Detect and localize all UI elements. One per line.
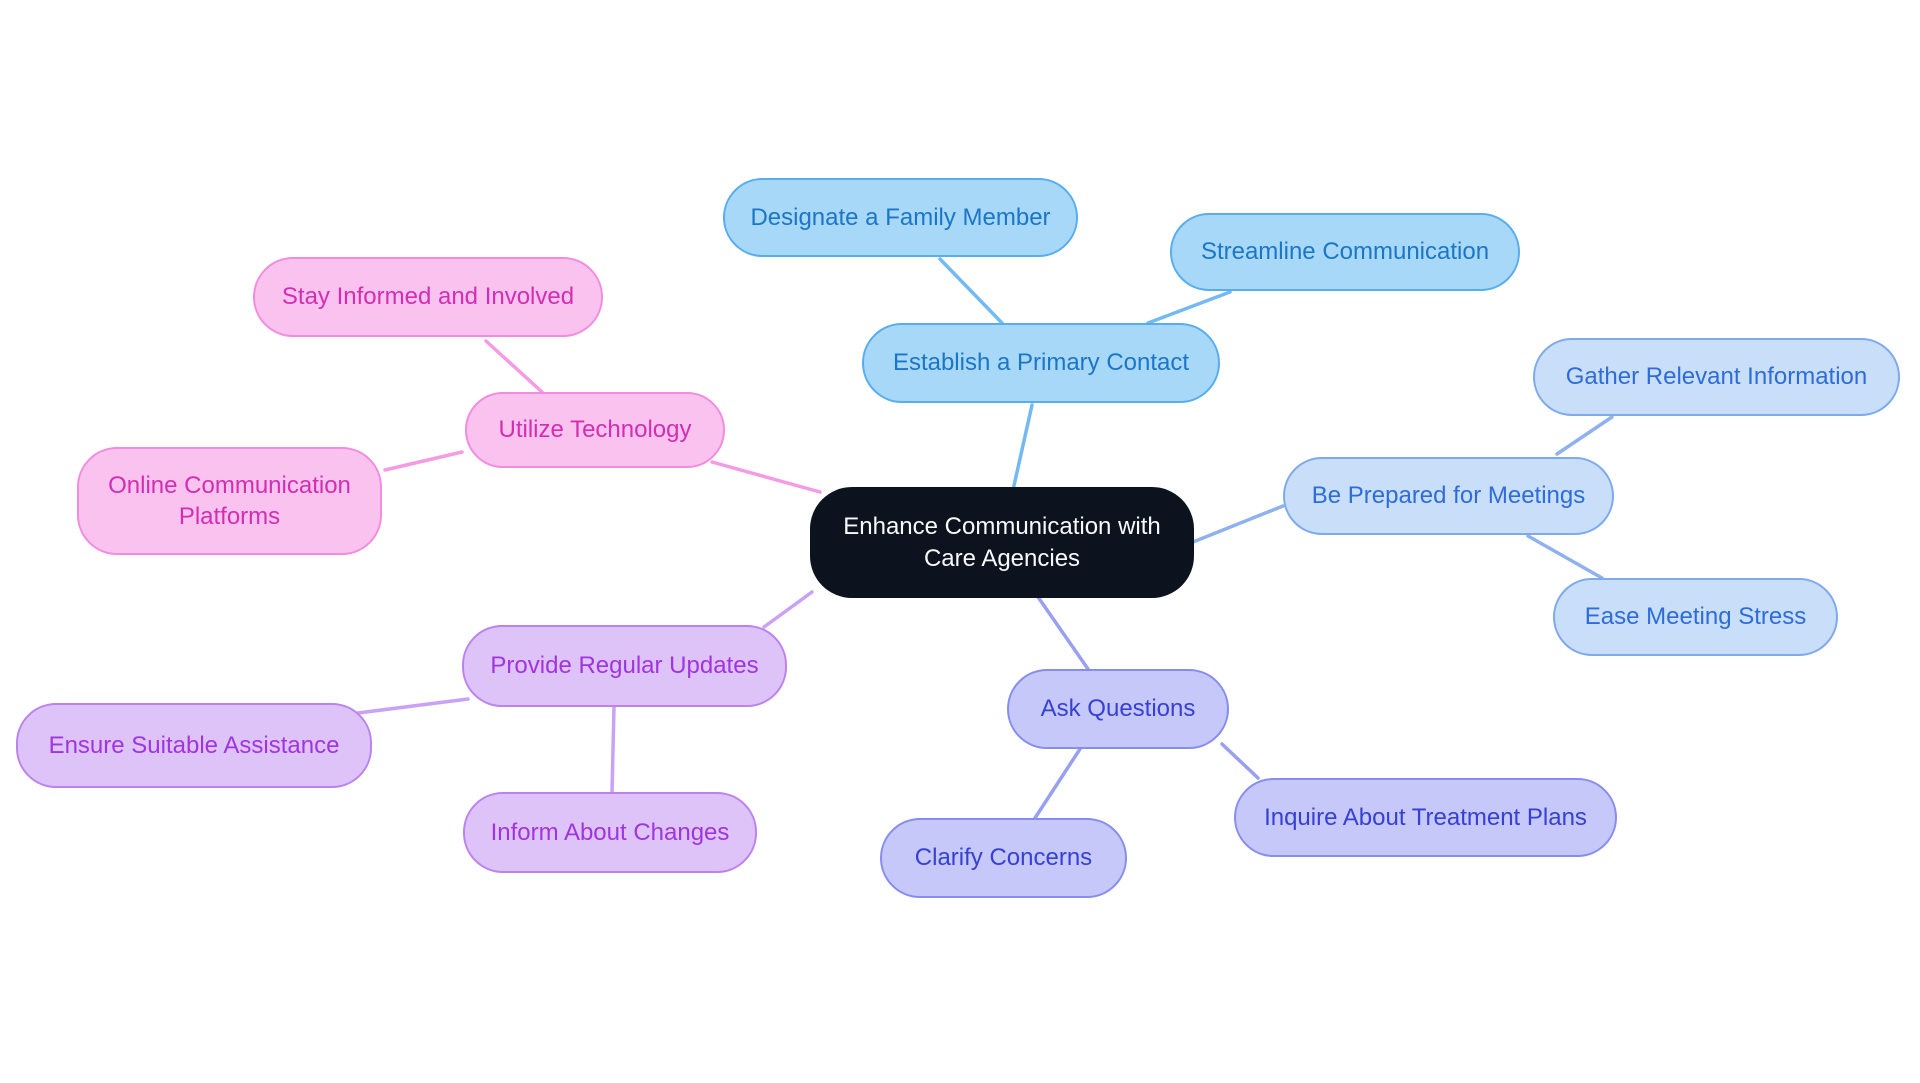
edge-root-utilize-technology xyxy=(710,460,822,494)
node-label: Ask Questions xyxy=(1040,695,1196,723)
edge-be-prepared-ease-meeting-stress xyxy=(1526,534,1604,580)
node-label: Ensure Suitable Assistance xyxy=(48,731,340,759)
edge-ask-questions-inquire-treatment-plans xyxy=(1220,742,1260,780)
node-inform-about-changes[interactable]: Inform About Changes xyxy=(463,792,757,873)
node-clarify-concerns[interactable]: Clarify Concerns xyxy=(880,818,1127,898)
node-designate-family-member[interactable]: Designate a Family Member xyxy=(723,178,1078,257)
node-label: Be Prepared for Meetings xyxy=(1311,482,1586,510)
edge-be-prepared-gather-relevant-information xyxy=(1555,415,1614,456)
node-label: Establish a Primary Contact xyxy=(892,349,1190,377)
edge-utilize-online-communication-platforms xyxy=(383,450,464,472)
edge-root-ask-questions xyxy=(1036,595,1090,671)
edge-ask-questions-clarify-concerns xyxy=(1033,747,1082,820)
node-inquire-treatment-plans[interactable]: Inquire About Treatment Plans xyxy=(1234,778,1617,857)
node-root-enhance-communication[interactable]: Enhance Communication with Care Agencies xyxy=(810,487,1194,598)
edge-root-provide-regular-updates xyxy=(762,590,814,629)
node-label: Designate a Family Member xyxy=(750,203,1051,231)
node-label: Inform About Changes xyxy=(490,818,730,846)
node-label: Provide Regular Updates xyxy=(490,652,759,680)
edge-root-establish-primary-contact xyxy=(1011,403,1034,492)
node-ensure-suitable-assistance[interactable]: Ensure Suitable Assistance xyxy=(16,703,372,788)
edge-root-be-prepared-for-meetings xyxy=(1191,504,1285,544)
edge-establish-designate-family-member xyxy=(938,257,1004,325)
edge-provide-inform-about-changes xyxy=(610,705,616,794)
node-label: Gather Relevant Information xyxy=(1565,363,1868,391)
edge-utilize-stay-informed-involved xyxy=(484,339,544,394)
node-ask-questions[interactable]: Ask Questions xyxy=(1007,669,1229,749)
node-label: Ease Meeting Stress xyxy=(1584,603,1807,631)
node-label: Utilize Technology xyxy=(498,416,692,444)
node-streamline-communication[interactable]: Streamline Communication xyxy=(1170,213,1520,291)
node-utilize-technology[interactable]: Utilize Technology xyxy=(465,392,725,468)
node-gather-relevant-information[interactable]: Gather Relevant Information xyxy=(1533,338,1900,416)
node-label: Stay Informed and Involved xyxy=(281,283,575,311)
node-label: Streamline Communication xyxy=(1200,238,1490,266)
node-stay-informed-involved[interactable]: Stay Informed and Involved xyxy=(253,257,603,337)
edge-provide-ensure-suitable-assistance xyxy=(356,697,470,715)
edge-establish-streamline-communication xyxy=(1146,290,1232,325)
node-ease-meeting-stress[interactable]: Ease Meeting Stress xyxy=(1553,578,1838,656)
node-label: Inquire About Treatment Plans xyxy=(1264,803,1587,831)
node-establish-primary-contact[interactable]: Establish a Primary Contact xyxy=(862,323,1220,403)
node-online-communication-platforms[interactable]: Online Communication Platforms xyxy=(77,447,382,555)
node-provide-regular-updates[interactable]: Provide Regular Updates xyxy=(462,625,787,707)
node-be-prepared-for-meetings[interactable]: Be Prepared for Meetings xyxy=(1283,457,1614,535)
node-label: Enhance Communication with Care Agencies xyxy=(843,513,1161,572)
node-label: Clarify Concerns xyxy=(914,844,1093,872)
node-label: Online Communication Platforms xyxy=(108,471,351,530)
